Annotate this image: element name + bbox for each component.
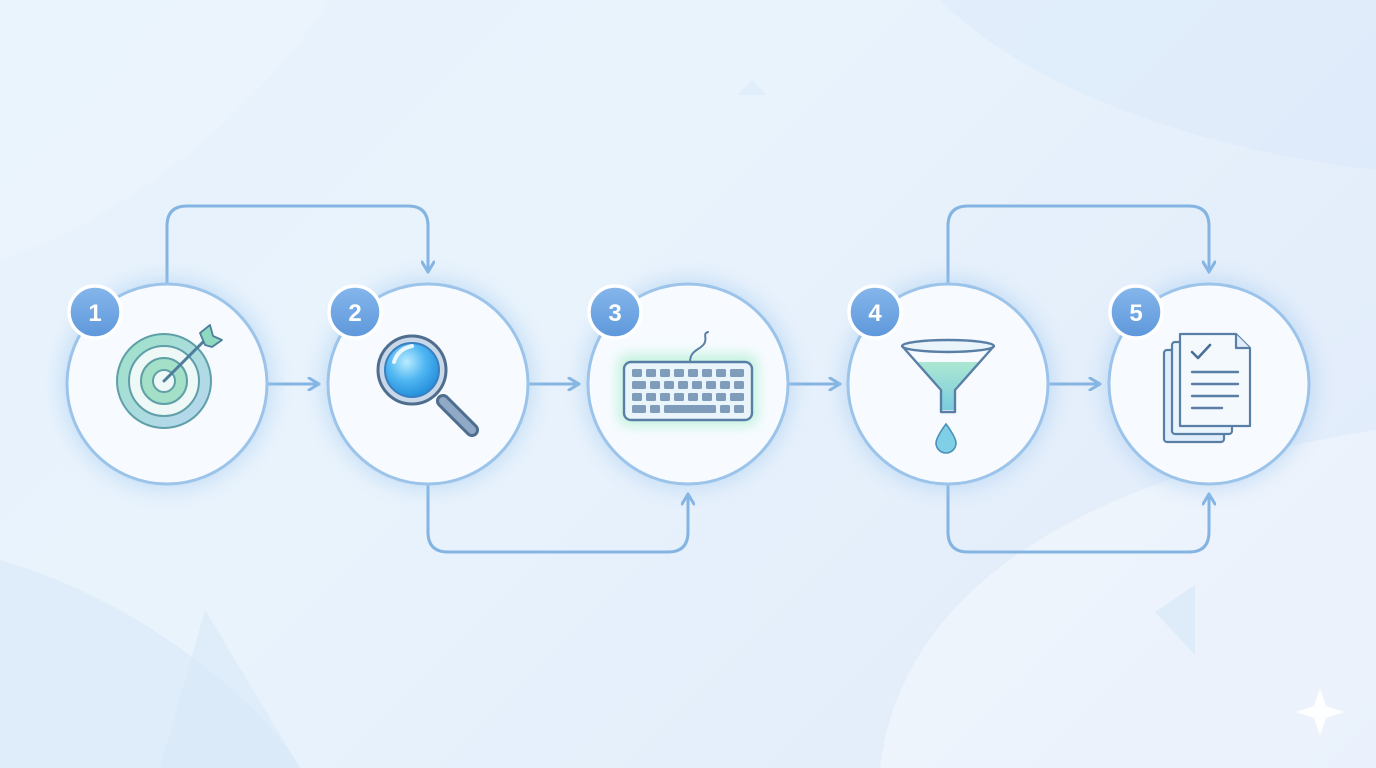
magnifier-icon bbox=[376, 334, 479, 437]
step-4: 4 bbox=[842, 278, 1054, 490]
target-icon bbox=[116, 324, 223, 429]
loop-2-to-3 bbox=[426, 484, 688, 554]
step-5: 5 bbox=[1103, 278, 1315, 490]
connectors bbox=[165, 204, 1209, 554]
step-1: 1 bbox=[61, 278, 273, 490]
step-1-number: 1 bbox=[88, 300, 101, 327]
step-5-number: 5 bbox=[1129, 300, 1142, 327]
loop-4-to-5-lower bbox=[946, 484, 1209, 554]
documents-icon bbox=[1162, 332, 1252, 444]
step-2-number: 2 bbox=[348, 300, 361, 327]
step-3-number: 3 bbox=[608, 300, 621, 327]
sparkle-icon bbox=[1296, 688, 1344, 736]
step-3: 3 bbox=[582, 278, 794, 490]
loop-4-to-5 bbox=[946, 204, 1209, 284]
funnel-icon bbox=[900, 338, 996, 454]
step-3-badge bbox=[587, 284, 643, 340]
step-5-badge bbox=[1108, 284, 1164, 340]
keyboard-icon bbox=[618, 331, 758, 426]
step-4-number: 4 bbox=[868, 300, 882, 327]
step-2-badge bbox=[327, 284, 383, 340]
loop-1-to-2 bbox=[165, 204, 428, 284]
step-4-badge bbox=[847, 284, 903, 340]
step-1-badge bbox=[67, 284, 123, 340]
step-2: 2 bbox=[322, 278, 534, 490]
